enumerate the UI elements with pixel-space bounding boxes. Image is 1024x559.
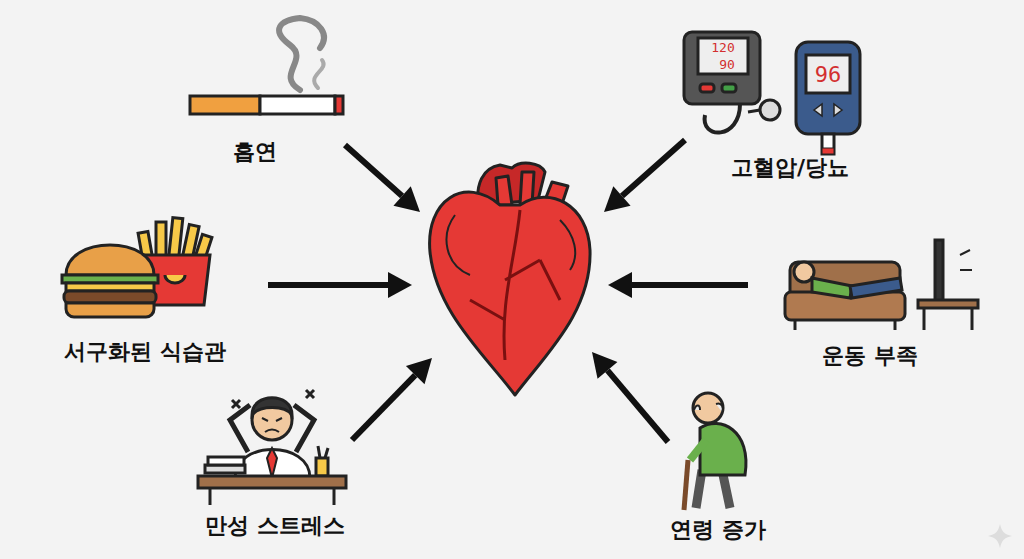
smoke	[314, 60, 323, 88]
risk-factor-label: 운동 부족	[822, 341, 918, 371]
arrow-line	[632, 282, 748, 288]
arrow-line	[352, 375, 415, 440]
elderly-person-icon	[684, 393, 746, 510]
display-number: 96	[815, 64, 842, 86]
fast-food-icon	[62, 218, 212, 317]
arrow-line	[607, 370, 668, 442]
cigarette-icon	[190, 96, 343, 114]
arrow-line	[268, 282, 388, 288]
arrow-head	[393, 186, 420, 212]
risk-factor-label: 고혈압/당뇨	[731, 153, 849, 183]
arrow-head	[608, 272, 632, 298]
display-number: 90	[719, 58, 735, 71]
display-number: 120	[711, 41, 734, 54]
arrow-line	[345, 145, 402, 196]
heart-illustration	[430, 163, 590, 395]
arrow-line	[622, 140, 685, 196]
glucometer	[796, 42, 860, 154]
arrow-head	[388, 272, 412, 298]
arrow-head	[604, 186, 631, 212]
risk-factor-label: 연령 증가	[670, 515, 766, 545]
risk-factor-label: 흡연	[233, 137, 277, 167]
risk-factor-label: 서구화된 식습관	[64, 337, 226, 367]
arrow-head	[592, 352, 617, 379]
risk-factor-label: 만성 스트레스	[205, 511, 345, 541]
smoke	[279, 18, 324, 90]
stressed-worker-icon	[198, 390, 346, 505]
blood-pressure-monitor	[684, 32, 780, 133]
sparkle-mark	[988, 524, 1012, 548]
arrow-head	[406, 358, 432, 384]
couch-potato-icon	[785, 240, 978, 330]
